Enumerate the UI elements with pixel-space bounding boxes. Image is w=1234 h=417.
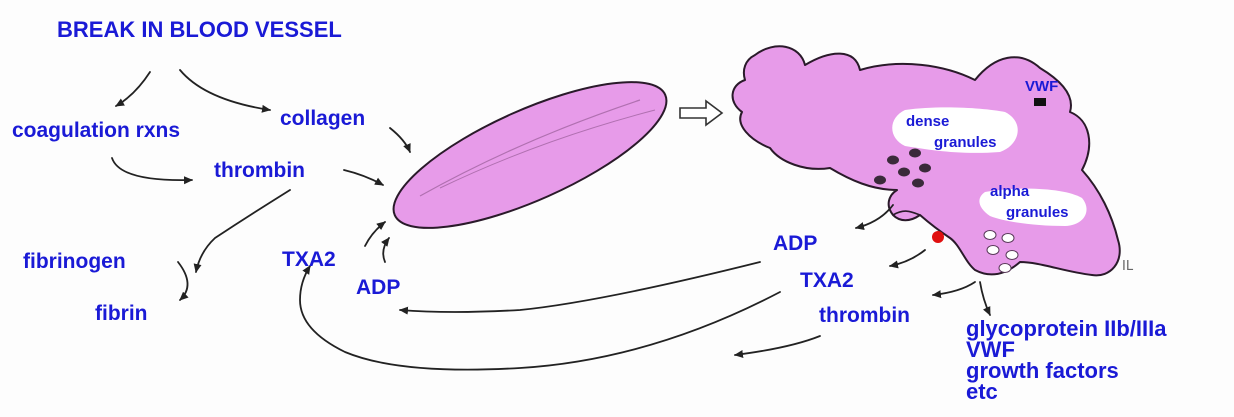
arrow-break-to-collagen	[180, 70, 270, 110]
label-released-factors: glycoprotein IIb/IIIa VWF growth factors…	[966, 318, 1166, 402]
label-thrombin-right: thrombin	[819, 305, 910, 326]
label-alpha-line-1: alpha	[990, 181, 1069, 202]
label-growth-factors: growth factors	[966, 360, 1166, 381]
label-dense-line-1: dense	[904, 111, 997, 132]
label-alpha-granules: alpha granules	[990, 181, 1069, 223]
arrow-thrombin-out	[735, 336, 820, 355]
label-dense-line-2: granules	[904, 132, 997, 153]
label-fibrinogen: fibrinogen	[23, 251, 126, 272]
small-glyph: IL	[1122, 259, 1134, 274]
resting-platelet	[376, 54, 683, 257]
label-adp-left: ADP	[356, 277, 400, 298]
label-adp-right: ADP	[773, 233, 817, 254]
arrow-thrombin-to-platelet	[344, 170, 383, 185]
arrow-release-to-thrombin	[933, 282, 975, 295]
arrow-receptor-to-txa2	[890, 250, 925, 266]
arrow-collagen-to-platelet	[390, 128, 410, 152]
title-break-in-blood-vessel: BREAK IN BLOOD VESSEL	[57, 19, 342, 41]
label-fibrin: fibrin	[95, 303, 148, 324]
label-txa2-right: TXA2	[800, 270, 854, 291]
label-vwf-released: VWF	[966, 339, 1166, 360]
transition-arrow	[680, 101, 722, 125]
label-etc: etc	[966, 381, 1166, 402]
label-vwf-marker: VWF	[1025, 79, 1058, 94]
arrow-degranulation-to-adp	[856, 205, 893, 228]
arrow-thrombin-to-fibrin	[196, 190, 290, 272]
red-receptor-marker	[932, 231, 944, 243]
arrow-coagulation-to-thrombin	[112, 158, 192, 180]
label-collagen: collagen	[280, 108, 365, 129]
arrow-adp-loop	[400, 262, 760, 312]
label-alpha-line-2: granules	[990, 202, 1069, 223]
vwf-marker	[1034, 98, 1046, 106]
arrow-adp-to-platelet	[383, 238, 389, 262]
label-thrombin-left: thrombin	[214, 160, 305, 181]
label-txa2-left: TXA2	[282, 249, 336, 270]
arrow-fibrinogen-to-fibrin	[178, 262, 188, 300]
label-dense-granules: dense granules	[904, 111, 997, 153]
arrow-txa2-to-platelet	[365, 222, 385, 246]
label-coagulation-rxns: coagulation rxns	[12, 120, 180, 141]
arrow-break-to-coagulation	[116, 72, 150, 106]
arrow-release-to-glycoprotein	[980, 282, 990, 315]
label-glycoprotein: glycoprotein IIb/IIIa	[966, 318, 1166, 339]
